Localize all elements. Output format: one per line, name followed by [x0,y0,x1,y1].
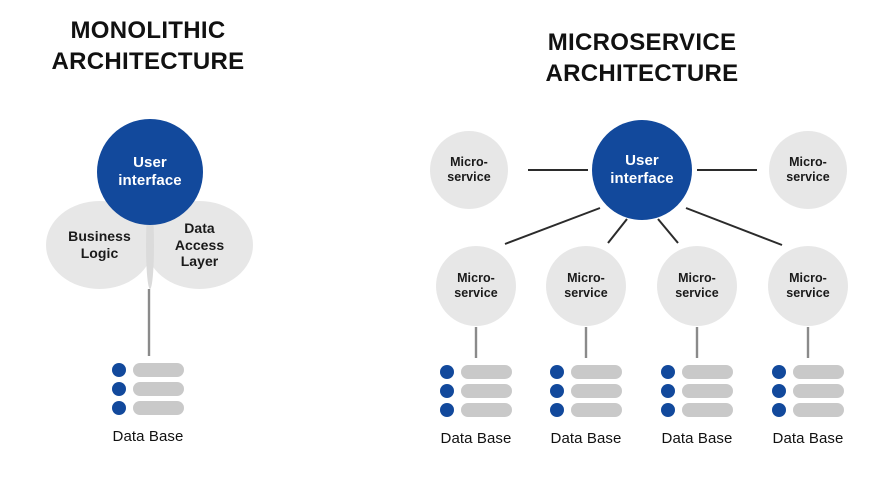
database-bar-icon [793,384,844,398]
database-row [550,365,622,379]
database-row [661,384,733,398]
node-microservice-1-label: Micro- service [454,271,498,300]
database-dot-icon [112,363,126,377]
database-bar-icon [571,365,622,379]
database-row [550,384,622,398]
database-label: Data Base [550,430,622,447]
monolithic-title: MONOLITHIC ARCHITECTURE [51,17,245,75]
database-microservice-3[interactable]: Data Base [661,365,747,447]
database-icon [440,365,512,417]
database-label: Data Base [661,430,733,447]
node-microservice-right[interactable]: Micro- service [769,131,847,209]
node-microservice-4[interactable]: Micro- service [768,246,848,326]
connector-center-svc4 [685,207,783,246]
database-dot-icon [550,384,564,398]
database-bar-icon [133,382,184,396]
node-microservice-1[interactable]: Micro- service [436,246,516,326]
node-microservice-4-label: Micro- service [786,271,830,300]
database-bar-icon [793,403,844,417]
database-bar-icon [571,384,622,398]
database-dot-icon [772,365,786,379]
database-label: Data Base [440,430,512,447]
database-row [550,403,622,417]
database-bar-icon [133,401,184,415]
database-row [112,363,184,377]
database-row [772,365,844,379]
database-dot-icon [550,403,564,417]
node-microservice-3[interactable]: Micro- service [657,246,737,326]
database-row [112,382,184,396]
database-bar-icon [682,365,733,379]
node-microservice-right-label: Micro- service [786,155,830,184]
database-dot-icon [440,384,454,398]
node-microservice-left-label: Micro- service [447,155,491,184]
database-dot-icon [112,401,126,415]
database-dot-icon [112,382,126,396]
database-icon [112,363,184,415]
database-dot-icon [661,384,675,398]
database-bar-icon [461,403,512,417]
database-dot-icon [772,384,786,398]
node-business-logic-label: Business Logic [68,228,131,261]
database-row [661,365,733,379]
database-monolithic[interactable]: Data Base [112,363,198,445]
database-bar-icon [461,365,512,379]
database-bar-icon [682,403,733,417]
node-user-interface-label: User interface [610,152,674,187]
database-row [661,403,733,417]
database-row [112,401,184,415]
node-microservice-left[interactable]: Micro- service [430,131,508,209]
node-microservice-3-label: Micro- service [675,271,719,300]
database-row [440,403,512,417]
database-bar-icon [461,384,512,398]
node-user-interface-label: User interface [118,154,182,189]
node-user-interface-monolithic[interactable]: User interface [97,119,203,225]
database-bar-icon [682,384,733,398]
database-icon [772,365,844,417]
database-bar-icon [793,365,844,379]
database-bar-icon [133,363,184,377]
database-dot-icon [661,403,675,417]
database-microservice-2[interactable]: Data Base [550,365,636,447]
node-user-interface-microservice[interactable]: User interface [592,120,692,220]
node-microservice-2[interactable]: Micro- service [546,246,626,326]
connector-center-svc2 [607,218,628,244]
database-bar-icon [571,403,622,417]
database-row [772,403,844,417]
database-dot-icon [661,365,675,379]
node-data-access-layer-label: Data Access Layer [174,220,225,270]
database-microservice-1[interactable]: Data Base [440,365,526,447]
database-dot-icon [440,365,454,379]
node-microservice-2-label: Micro- service [564,271,608,300]
database-icon [661,365,733,417]
database-icon [550,365,622,417]
database-row [772,384,844,398]
connector-center-svc3 [657,218,679,244]
database-dot-icon [772,403,786,417]
microservice-title: MICROSERVICE ARCHITECTURE [545,29,739,87]
database-label: Data Base [112,428,184,445]
database-dot-icon [440,403,454,417]
database-dot-icon [550,365,564,379]
database-microservice-4[interactable]: Data Base [772,365,858,447]
connector-center-svc1 [504,207,601,245]
database-row [440,365,512,379]
database-label: Data Base [772,430,844,447]
database-row [440,384,512,398]
